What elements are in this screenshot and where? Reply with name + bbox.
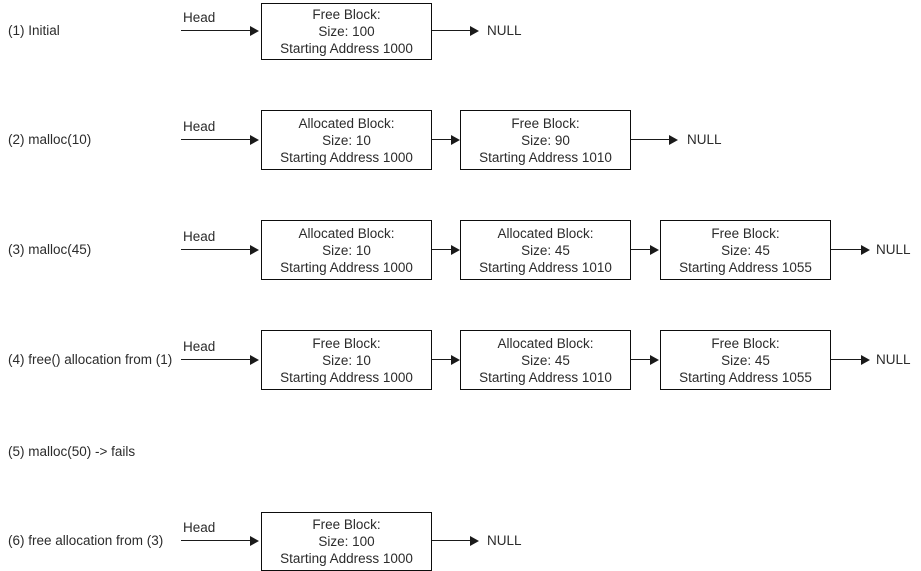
block-kind: Allocated Block:	[298, 115, 395, 131]
null-line-1	[432, 30, 471, 31]
null-terminator: NULL	[487, 533, 522, 548]
block-line-4-2	[631, 359, 651, 360]
block-arrowhead-4-1	[451, 355, 460, 365]
memory-block: Allocated Block: Size: 10 Starting Addre…	[261, 220, 432, 280]
null-arrowhead-1	[470, 26, 479, 36]
head-arrowhead-2	[250, 135, 259, 145]
block-address: Starting Address 1000	[280, 259, 413, 275]
head-arrowhead-1	[250, 26, 259, 36]
head-arrowhead-6	[250, 536, 259, 546]
block-size: Size: 10	[322, 352, 371, 368]
block-line-3-1	[432, 249, 452, 250]
null-arrowhead-4	[861, 355, 870, 365]
null-line-2	[631, 139, 670, 140]
head-label-2: Head	[183, 119, 216, 134]
memory-block: Free Block: Size: 100 Starting Address 1…	[261, 3, 432, 60]
head-label-3: Head	[183, 229, 216, 244]
step-label-6: (6) free allocation from (3)	[8, 533, 164, 548]
block-address: Starting Address 1000	[280, 149, 413, 165]
memory-block: Allocated Block: Size: 10 Starting Addre…	[261, 110, 432, 170]
block-kind: Free Block:	[312, 7, 381, 22]
null-line-6	[432, 540, 471, 541]
block-kind: Free Block:	[312, 517, 381, 532]
block-kind: Allocated Block:	[298, 225, 395, 241]
block-size: Size: 100	[318, 24, 375, 39]
block-arrowhead-3-1	[451, 245, 460, 255]
block-address: Starting Address 1055	[679, 369, 812, 385]
memory-block: Free Block: Size: 10 Starting Address 10…	[261, 330, 432, 390]
block-size: Size: 45	[521, 242, 570, 258]
block-kind: Free Block:	[711, 335, 780, 351]
block-size: Size: 100	[318, 534, 375, 549]
step-label-2: (2) malloc(10)	[8, 132, 92, 147]
block-address: Starting Address 1010	[479, 259, 612, 275]
head-arrowhead-3	[250, 245, 259, 255]
memory-block: Free Block: Size: 45 Starting Address 10…	[660, 220, 831, 280]
block-size: Size: 45	[721, 352, 770, 368]
null-arrowhead-6	[470, 536, 479, 546]
memory-block: Free Block: Size: 90 Starting Address 10…	[460, 110, 631, 170]
block-size: Size: 10	[322, 242, 371, 258]
head-line-4	[181, 359, 251, 360]
null-terminator: NULL	[876, 242, 911, 257]
memory-block: Free Block: Size: 100 Starting Address 1…	[261, 512, 432, 571]
block-size: Size: 10	[322, 132, 371, 148]
memory-block: Allocated Block: Size: 45 Starting Addre…	[460, 330, 631, 390]
step-label-4: (4) free() allocation from (1)	[8, 352, 173, 367]
head-label-4: Head	[183, 339, 216, 354]
block-arrowhead-3-2	[650, 245, 659, 255]
null-terminator: NULL	[687, 132, 722, 147]
block-arrowhead-2-1	[451, 135, 460, 145]
null-arrowhead-2	[669, 135, 678, 145]
block-address: Starting Address 1000	[280, 551, 413, 566]
block-address: Starting Address 1055	[679, 259, 812, 275]
head-line-3	[181, 249, 251, 250]
null-arrowhead-3	[861, 245, 870, 255]
block-arrowhead-4-2	[650, 355, 659, 365]
block-kind: Free Block:	[312, 335, 381, 351]
head-arrowhead-4	[250, 355, 259, 365]
head-label-6: Head	[183, 520, 216, 535]
block-address: Starting Address 1000	[280, 369, 413, 385]
head-line-6	[181, 540, 251, 541]
memory-block: Free Block: Size: 45 Starting Address 10…	[660, 330, 831, 390]
block-address: Starting Address 1010	[479, 369, 612, 385]
null-terminator: NULL	[487, 23, 522, 38]
block-size: Size: 45	[721, 242, 770, 258]
block-kind: Free Block:	[711, 225, 780, 241]
block-line-4-1	[432, 359, 452, 360]
block-size: Size: 45	[521, 352, 570, 368]
block-size: Size: 90	[521, 132, 570, 148]
null-line-3	[831, 249, 862, 250]
head-label-1: Head	[183, 10, 216, 25]
step-label-3: (3) malloc(45)	[8, 242, 92, 257]
block-address: Starting Address 1000	[280, 41, 413, 56]
block-kind: Allocated Block:	[497, 225, 594, 241]
head-line-2	[181, 139, 251, 140]
step-label-5: (5) malloc(50) -> fails	[8, 444, 136, 459]
memory-block: Allocated Block: Size: 45 Starting Addre…	[460, 220, 631, 280]
null-line-4	[831, 359, 862, 360]
block-kind: Free Block:	[511, 115, 580, 131]
null-terminator: NULL	[876, 352, 911, 367]
block-kind: Allocated Block:	[497, 335, 594, 351]
block-line-3-2	[631, 249, 651, 250]
block-line-2-1	[432, 139, 452, 140]
block-address: Starting Address 1010	[479, 149, 612, 165]
step-label-1: (1) Initial	[8, 23, 60, 38]
head-line-1	[181, 30, 251, 31]
